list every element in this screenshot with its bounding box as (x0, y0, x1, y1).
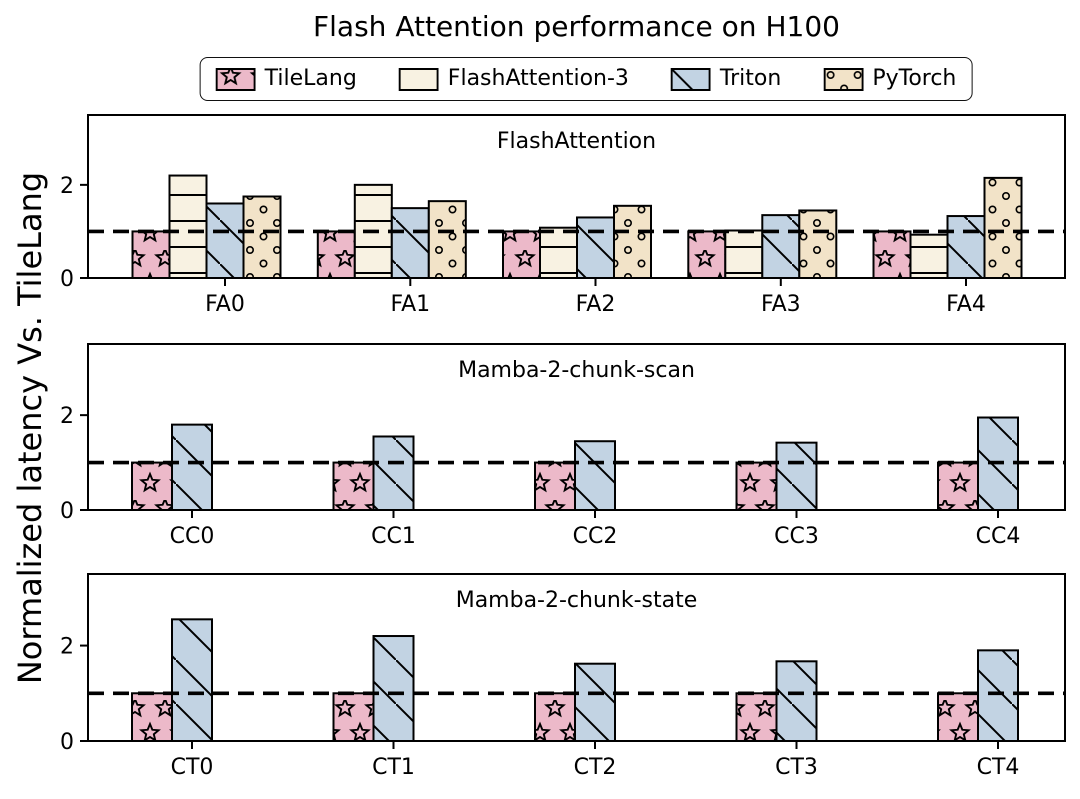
bar-PyTorch-FA3 (798, 209, 838, 280)
bar-PyTorch-FA1 (427, 200, 467, 280)
bar-TileLang-CT4 (937, 692, 979, 742)
legend-swatch-dots-icon (823, 67, 864, 91)
legend-label: FlashAttention-3 (447, 66, 629, 91)
bar-TileLang-CC1 (332, 461, 375, 512)
bar-TileLang-CC0 (131, 461, 173, 512)
bar-Triton-CT3 (775, 660, 818, 742)
x-tick-label: CC4 (976, 524, 1021, 549)
bar-PyTorch-FA2 (613, 204, 652, 279)
legend-item-FlashAttention-3: FlashAttention-3 (398, 66, 629, 91)
bar-TileLang-FA0 (131, 230, 171, 280)
bar-FlashAttention-3-FA3 (724, 229, 764, 280)
bar-Triton-CT0 (171, 618, 213, 742)
x-tick-label: FA3 (761, 292, 801, 317)
subplot-title: Mamba-2-chunk-scan (458, 358, 695, 383)
subplot-FlashAttention: FA0 FA1 FA2 FA3 FA4 0 2 FlashAttention (60, 114, 1066, 317)
bar-TileLang-FA1 (316, 230, 356, 280)
bar-TileLang-FA2 (502, 230, 541, 280)
bar-Triton-CT4 (977, 649, 1019, 742)
bar-Triton-FA2 (576, 216, 615, 279)
bar-Triton-FA3 (761, 214, 801, 279)
legend-label: Triton (719, 66, 782, 91)
bar-TileLang-FA3 (687, 230, 727, 280)
bar-Triton-FA1 (390, 207, 430, 279)
x-tick-label: CT1 (372, 755, 415, 780)
x-tick-label: FA2 (576, 292, 616, 317)
bar-Triton-CC0 (171, 423, 213, 511)
axes-frame (87, 343, 1066, 511)
legend-swatch-hlines-icon (398, 67, 439, 91)
x-tick-label: CT4 (977, 755, 1020, 780)
bar-PyTorch-FA4 (983, 176, 1023, 279)
bar-FlashAttention-3-FA0 (168, 174, 208, 280)
x-tick-label: CC0 (170, 524, 215, 549)
legend-item-PyTorch: PyTorch (823, 66, 957, 91)
bar-TileLang-FA4 (872, 230, 912, 280)
y-tick-label: 2 (60, 174, 74, 199)
bar-Triton-FA0 (205, 202, 245, 279)
bar-TileLang-CT2 (534, 692, 576, 742)
bar-FlashAttention-3-FA2 (539, 226, 578, 279)
bar-Triton-CC2 (574, 440, 616, 512)
legend-label: PyTorch (872, 66, 957, 91)
figure-title: Flash Attention performance on H100 (313, 10, 840, 43)
bar-TileLang-CT0 (131, 692, 173, 742)
bar-Triton-CT1 (372, 635, 415, 742)
x-tick-label: FA4 (946, 292, 986, 317)
subplot-Mamba-2-chunk-scan: CC0 CC1 CC2 CC3 CC4 0 2 Mamba-2-chunk-scan (60, 343, 1066, 549)
bar-Triton-FA4 (946, 215, 986, 279)
subplot-Mamba-2-chunk-state: CT0 CT1 CT2 CT3 CT4 0 2 Mamba-2-chunk-state (60, 573, 1066, 780)
legend-item-Triton: Triton (670, 66, 782, 91)
bar-PyTorch-FA0 (242, 195, 282, 279)
bar-TileLang-CT1 (332, 692, 375, 742)
subplot-title: FlashAttention (497, 129, 656, 154)
y-tick-label: 2 (60, 635, 74, 660)
legend-swatch-diag-icon (670, 67, 711, 91)
legend-swatch-star-icon (215, 67, 256, 91)
x-tick-label: CT3 (775, 755, 818, 780)
bar-TileLang-CT3 (735, 692, 778, 742)
axes-frame (87, 114, 1066, 279)
bar-Triton-CC1 (372, 435, 415, 511)
legend-item-TileLang: TileLang (215, 66, 357, 91)
x-tick-label: CC2 (573, 524, 618, 549)
bar-TileLang-CC4 (937, 461, 979, 512)
x-tick-label: FA1 (390, 292, 430, 317)
y-axis-label: Normalized latency Vs. TileLang (11, 171, 49, 685)
legend: TileLang FlashAttention-3 Triton PyTorch (199, 57, 973, 101)
y-tick-label: 2 (60, 404, 74, 429)
legend-label: TileLang (264, 66, 357, 91)
bar-FlashAttention-3-FA4 (909, 233, 949, 279)
subplot-title: Mamba-2-chunk-state (456, 588, 698, 613)
x-tick-label: CT2 (574, 755, 617, 780)
axes-frame (87, 573, 1066, 742)
bar-Triton-CC3 (775, 441, 818, 511)
y-tick-label: 0 (60, 267, 74, 292)
x-tick-label: CT0 (171, 755, 214, 780)
bar-TileLang-CC3 (735, 461, 778, 512)
x-tick-label: FA0 (205, 292, 245, 317)
y-tick-label: 0 (60, 730, 74, 755)
x-tick-label: CC1 (371, 524, 416, 549)
y-tick-label: 0 (60, 499, 74, 524)
bar-Triton-CT2 (574, 662, 616, 743)
bar-TileLang-CC2 (534, 461, 576, 512)
x-tick-label: CC3 (774, 524, 819, 549)
